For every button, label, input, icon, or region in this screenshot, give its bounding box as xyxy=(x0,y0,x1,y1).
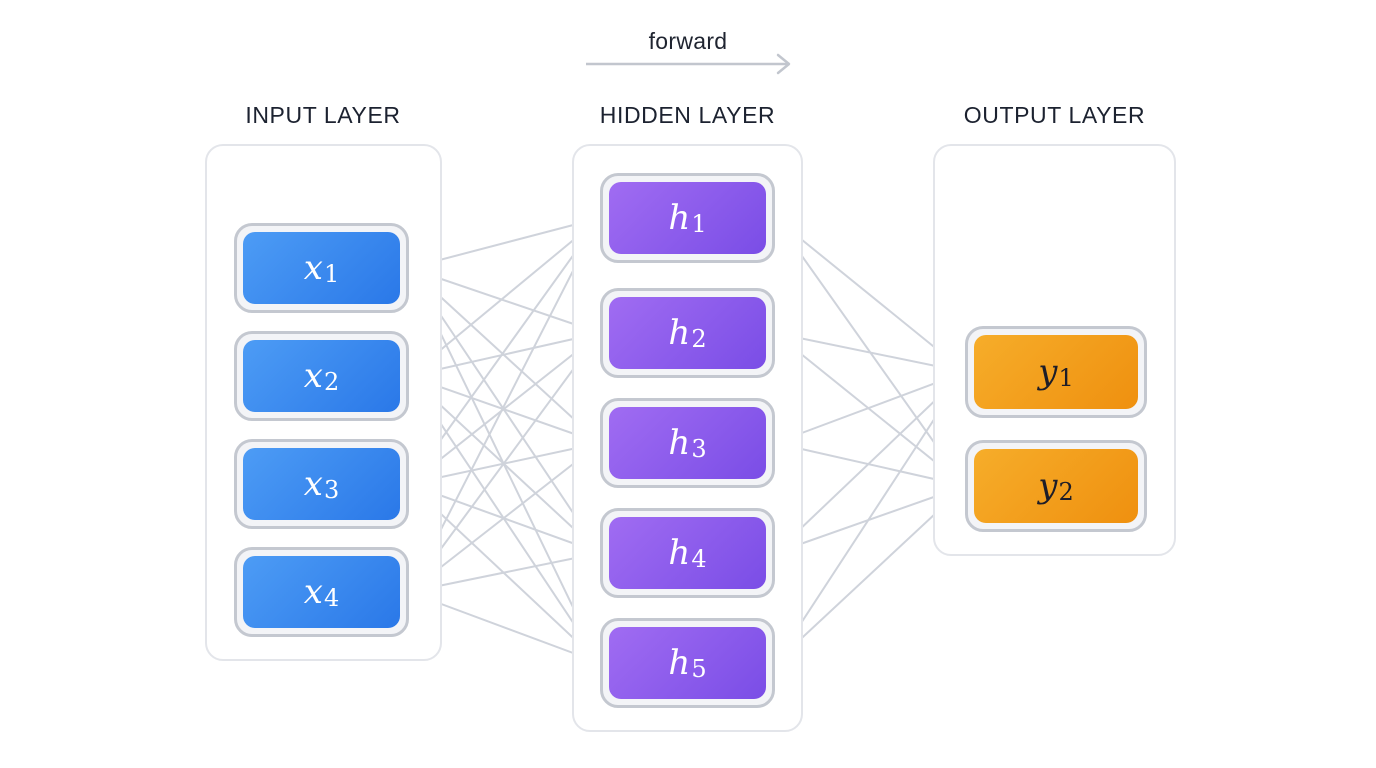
node-subscript: 4 xyxy=(323,584,340,612)
node-symbol: x xyxy=(303,464,323,504)
node-symbol: y xyxy=(1038,352,1058,392)
forward-arrow-head xyxy=(776,53,791,75)
forward-label: forward xyxy=(648,28,728,54)
node-subscript: 1 xyxy=(1058,364,1074,392)
node-symbol: h xyxy=(668,643,691,683)
node-subscript: 2 xyxy=(1058,478,1074,506)
node-symbol: h xyxy=(668,423,691,463)
node-subscript: 4 xyxy=(691,545,707,573)
node-subscript: 1 xyxy=(691,210,707,238)
node-subscript: 2 xyxy=(323,368,340,396)
hidden-layer-title: HIDDEN LAYER xyxy=(599,102,776,128)
input-layer-title: INPUT LAYER xyxy=(245,102,401,128)
node-symbol: h xyxy=(668,533,691,573)
node-subscript: 3 xyxy=(691,435,707,463)
node-symbol: h xyxy=(668,313,691,353)
node-subscript: 3 xyxy=(323,476,340,504)
node-subscript: 1 xyxy=(323,260,340,288)
node-symbol: x xyxy=(303,572,323,612)
node-subscript: 2 xyxy=(691,325,707,353)
node-symbol: x xyxy=(303,248,323,288)
node-subscript: 5 xyxy=(691,655,707,683)
node-symbol: x xyxy=(303,356,323,396)
output-layer-title: OUTPUT LAYER xyxy=(963,102,1146,128)
node-symbol: h xyxy=(668,198,691,238)
node-symbol: y xyxy=(1038,466,1058,506)
